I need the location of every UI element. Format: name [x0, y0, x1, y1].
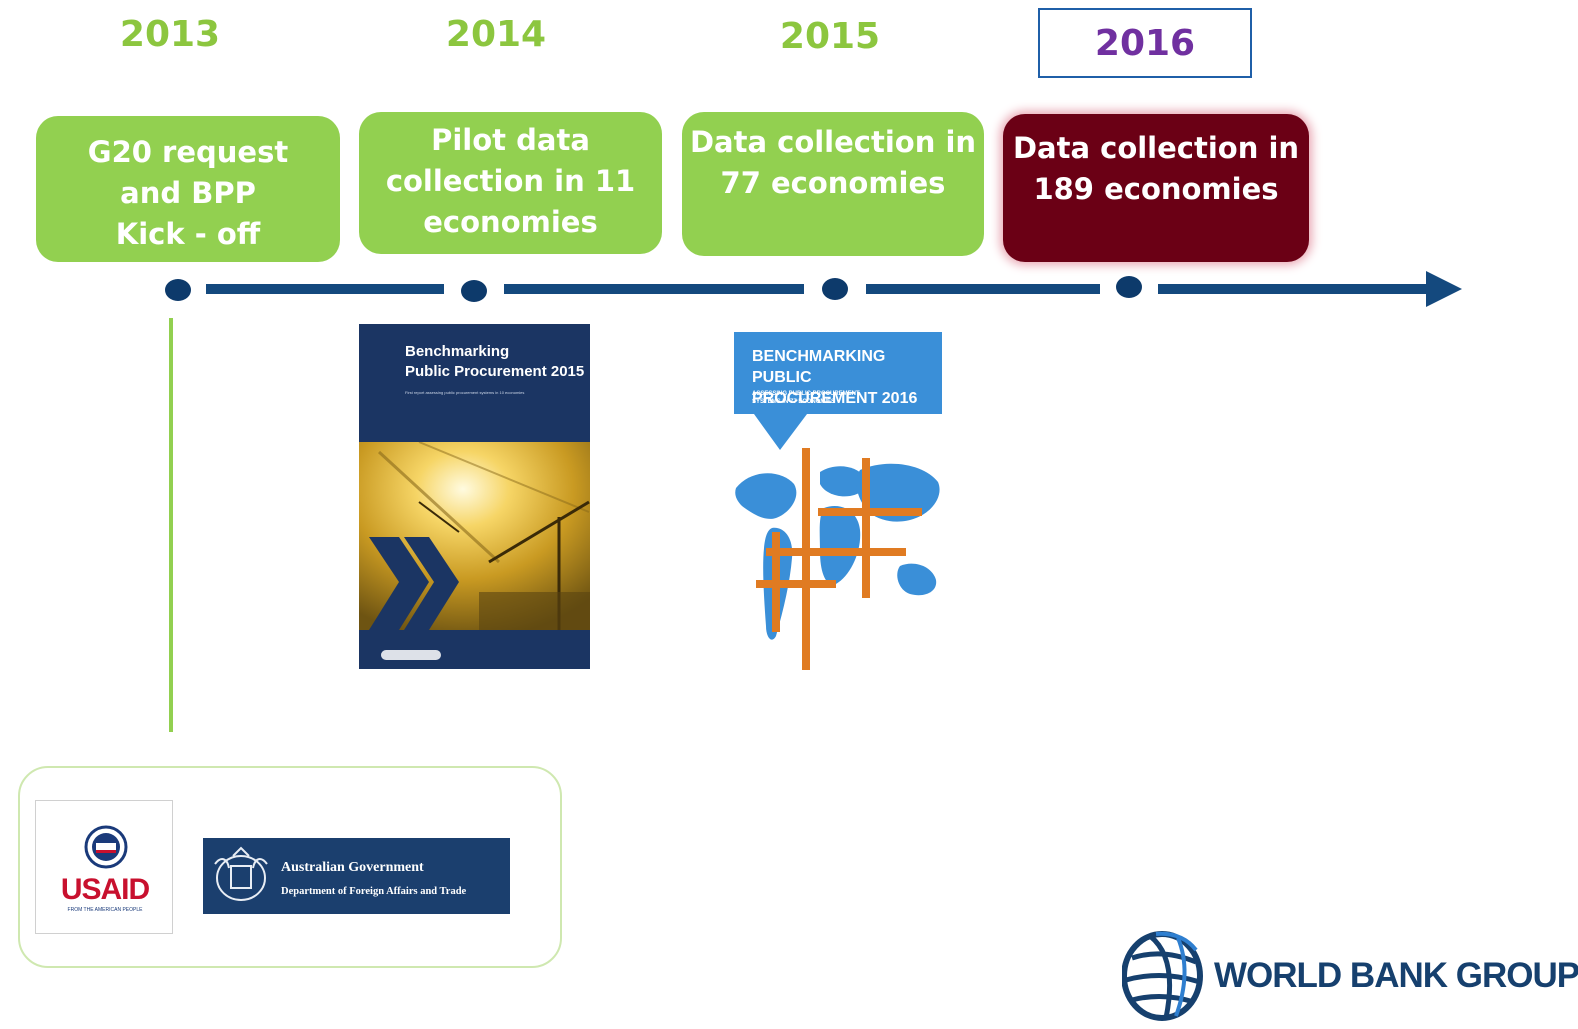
timeline-dot-2014: [461, 280, 487, 302]
timeline-dot-2015: [822, 278, 848, 300]
milestone-2016-line2: 189 economies: [1033, 172, 1279, 206]
milestone-2013: G20 request and BPP Kick - off: [36, 116, 340, 262]
connector-line: [169, 318, 173, 732]
timeline-dot-2013: [165, 279, 191, 301]
report-2015-title-line1: Benchmarking: [405, 343, 510, 360]
milestone-2014: Pilot data collection in 11 economies: [359, 112, 662, 254]
australia-gov-line2: Department of Foreign Affairs and Trade: [281, 886, 467, 897]
world-bank-mini-logo: [381, 650, 441, 660]
report-cover-2016: BENCHMARKING PUBLIC PROCUREMENT 2016 ASS…: [732, 330, 946, 670]
timeline-dot-2016: [1116, 276, 1142, 298]
world-bank-globe-icon: [1122, 931, 1203, 1021]
year-2016-box: 2016: [1038, 8, 1252, 78]
year-2016: 2016: [1094, 22, 1196, 64]
year-2014: 2014: [445, 14, 547, 55]
year-2015: 2015: [779, 16, 881, 57]
usaid-logo: USAID FROM THE AMERICAN PEOPLE: [35, 800, 173, 934]
milestone-2014-line2: collection in 11: [385, 164, 636, 198]
timeline-segment: [1158, 284, 1430, 294]
milestone-2014-line1: Pilot data: [431, 123, 590, 157]
timeline-segment: [866, 284, 1100, 294]
usaid-tagline: FROM THE AMERICAN PEOPLE: [67, 907, 143, 913]
report-2016-title: BENCHMARKING PUBLIC PROCUREMENT 2016: [752, 346, 946, 409]
report-2016-banner: [734, 332, 942, 450]
usaid-seal-icon: [84, 825, 128, 869]
year-2013: 2013: [119, 14, 221, 55]
timeline-segment: [504, 284, 804, 294]
world-bank-group-wordmark: WORLD BANK GROUP: [1214, 956, 1578, 995]
milestone-2015-line1: Data collection in: [689, 125, 977, 159]
report-2015-cover-image: [359, 442, 590, 630]
report-2016-subtitle-line1: ASSESSING PUBLIC PROCUREMENT: [752, 391, 860, 397]
report-2016-subtitle-line2: SYSTEMS IN 77 ECONOMIES: [752, 399, 836, 405]
report-2016-title-line1: BENCHMARKING PUBLIC: [752, 348, 886, 386]
report-2016-title-line2: PROCUREMENT 2016: [752, 390, 918, 407]
timeline-arrowhead: [1426, 271, 1462, 307]
milestone-2013-line3: Kick - off: [115, 217, 261, 251]
report-2016-world-map: [735, 448, 940, 670]
report-2015-subtitle: First report assessing public procuremen…: [405, 390, 525, 395]
milestone-2014-line3: economies: [423, 205, 598, 239]
report-2016-subtitle: ASSESSING PUBLIC PROCUREMENT SYSTEMS IN …: [752, 390, 860, 406]
milestone-2015-line2: 77 economies: [720, 166, 946, 200]
timeline-segment: [206, 284, 444, 294]
world-bank-group-logo: WORLD BANK GROUP: [1122, 928, 1578, 1022]
australia-gov-line1: Australian Government: [281, 860, 424, 875]
report-2015-title: Benchmarking Public Procurement 2015: [405, 342, 584, 382]
report-cover-2015: Benchmarking Public Procurement 2015 Fir…: [359, 324, 590, 669]
milestone-2013-line2: and BPP: [120, 176, 256, 210]
milestone-2013-line1: G20 request: [87, 135, 289, 169]
milestone-2016-line1: Data collection in: [1012, 131, 1300, 165]
sponsors-box: [18, 766, 562, 968]
milestone-2016: Data collection in 189 economies: [1003, 114, 1309, 262]
report-2015-title-line2: Public Procurement 2015: [405, 363, 585, 380]
australian-government-logo: Australian Government Department of Fore…: [203, 838, 510, 914]
usaid-wordmark: USAID: [60, 873, 150, 906]
milestone-2015: Data collection in 77 economies: [682, 112, 984, 256]
australia-crest-icon: [214, 846, 268, 901]
